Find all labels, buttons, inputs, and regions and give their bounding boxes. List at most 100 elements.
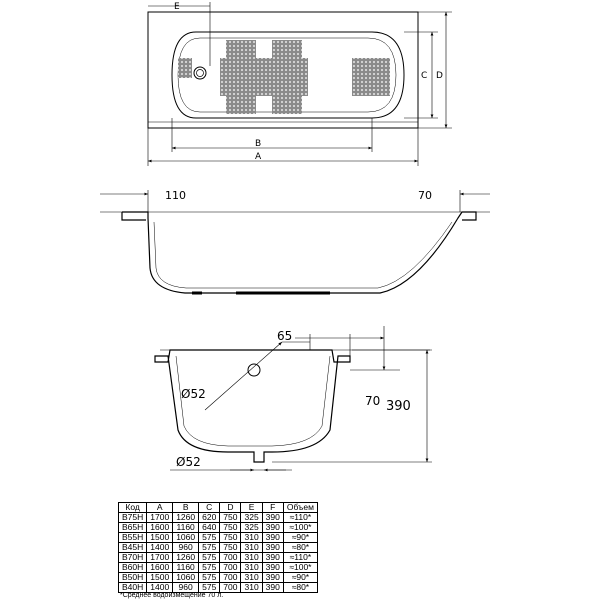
dim-d52-bottom-label: Ø52 — [176, 455, 201, 469]
antislip-mat — [220, 58, 308, 96]
table-cell: 1700 — [146, 512, 174, 523]
table-cell: 1700 — [146, 552, 174, 563]
table-cell: B65H — [117, 522, 148, 533]
table-cell: 1160 — [172, 522, 200, 533]
table-cell: 1500 — [146, 532, 174, 543]
table-cell: ≈90* — [282, 572, 318, 583]
drain-icon — [193, 66, 207, 80]
table-cell: 960 — [172, 582, 200, 593]
table-cell: B60H — [117, 562, 148, 573]
table-cell: B50H — [117, 572, 148, 583]
table-cell: 1400 — [146, 542, 174, 553]
table-cell: 640 — [198, 522, 221, 533]
table-header-row: Код A B C D E F Объем — [117, 502, 318, 513]
table-cell: ≈90* — [282, 532, 318, 543]
table-cell: 310 — [240, 532, 263, 543]
table-cell: 390 — [261, 552, 284, 563]
side-view: 110 70 — [100, 189, 490, 295]
antislip-mat — [226, 40, 256, 58]
table-cell: 575 — [198, 582, 221, 593]
table-cell: 390 — [261, 582, 284, 593]
table-cell: B75H — [117, 512, 148, 523]
table-cell: B40H — [117, 582, 148, 593]
top-view: E B A C D — [147, 2, 452, 166]
dim-70-side-label: 70 — [418, 189, 432, 202]
col-header: B — [172, 502, 200, 513]
col-header: C — [198, 502, 221, 513]
table-cell: 750 — [219, 542, 242, 553]
table-cell: ≈100* — [282, 562, 318, 573]
dim-d-label: D — [436, 71, 443, 81]
dim-e-label: E — [174, 2, 180, 12]
antislip-mat — [272, 96, 302, 114]
overflow-hole-icon — [247, 363, 261, 377]
table-cell: 575 — [198, 532, 221, 543]
table-cell: 700 — [219, 552, 242, 563]
table-cell: 310 — [240, 542, 263, 553]
table-cell: 1160 — [172, 562, 200, 573]
col-header: E — [240, 502, 263, 513]
table-cell: 620 — [198, 512, 221, 523]
table-cell: 575 — [198, 572, 221, 583]
table-cell: 700 — [219, 562, 242, 573]
table-cell: B45H — [117, 542, 148, 553]
table-cell: 390 — [261, 572, 284, 583]
table-cell: 325 — [240, 512, 263, 523]
table-cell: 390 — [261, 522, 284, 533]
table-cell: ≈80* — [282, 582, 318, 593]
table-cell: 750 — [219, 532, 242, 543]
dim-390-label: 390 — [386, 399, 411, 414]
table-cell: 310 — [240, 572, 263, 583]
table-cell: B55H — [117, 532, 148, 543]
table-cell: 390 — [261, 532, 284, 543]
footnote: *Среднее водоизмещение 70 л. — [120, 592, 224, 599]
table-cell: 325 — [240, 522, 263, 533]
table-cell: 700 — [219, 582, 242, 593]
table-cell: 575 — [198, 542, 221, 553]
table-cell: 1260 — [172, 552, 200, 563]
table-cell: 700 — [219, 572, 242, 583]
dim-70-section-label: 70 — [365, 394, 380, 408]
col-header: F — [261, 502, 284, 513]
table-cell: 575 — [198, 562, 221, 573]
table-cell: 575 — [198, 552, 221, 563]
table-cell: ≈110* — [282, 512, 318, 523]
table-cell: 1260 — [172, 512, 200, 523]
tub-section-profile — [154, 349, 351, 463]
table-cell: 1400 — [146, 582, 174, 593]
antislip-mat — [352, 58, 390, 96]
table-cell: 750 — [219, 512, 242, 523]
table-cell: 1600 — [146, 562, 174, 573]
table-cell: 960 — [172, 542, 200, 553]
dim-c-label: C — [421, 71, 427, 81]
tub-inner-basin — [171, 31, 405, 119]
table-cell: 310 — [240, 552, 263, 563]
table-cell: 310 — [240, 582, 263, 593]
antislip-mat — [178, 58, 192, 78]
table-cell: ≈110* — [282, 552, 318, 563]
table-cell: 390 — [261, 562, 284, 573]
table-cell: 1600 — [146, 522, 174, 533]
table-cell: ≈80* — [282, 542, 318, 553]
antislip-mat — [272, 40, 302, 58]
dim-b-label: B — [255, 139, 261, 149]
col-header: D — [219, 502, 242, 513]
col-header: A — [146, 502, 174, 513]
table-cell: 390 — [261, 542, 284, 553]
table-cell: 1060 — [172, 572, 200, 583]
col-header: Объем — [282, 502, 318, 513]
table-cell: 310 — [240, 562, 263, 573]
col-header: Код — [117, 502, 148, 513]
table-cell: 750 — [219, 522, 242, 533]
